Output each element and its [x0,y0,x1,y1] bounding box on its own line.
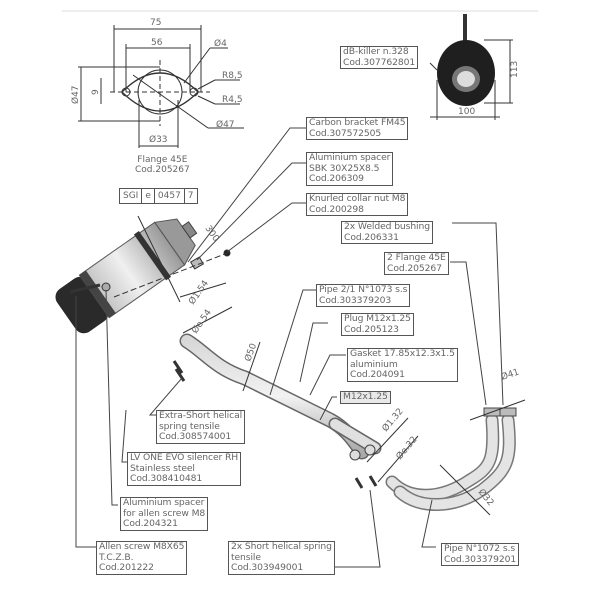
dim-56: 56 [151,38,163,48]
label-line: LV ONE EVO silencer RH [130,452,239,463]
label-pipe-1072: Pipe N°1072 s.s Cod.303379201 [441,543,520,566]
dim-height: Ø47 [70,85,81,104]
label-db-killer: dB-killer n.328 Cod.307762801 [340,46,419,69]
label-carbon-bracket: Carbon bracket FM45 Cod.307572505 [306,117,409,140]
leader-lines [75,127,504,568]
label-line: Cod.204321 [123,518,178,529]
dim-r-outer: R8,5 [222,71,243,81]
label-line: Cod.205123 [344,323,399,335]
flange-code: Cod.205267 [135,165,190,175]
label-line: for allen screw M8 [123,507,206,519]
label-line: 2x Short helical spring [231,541,332,552]
top-divider [62,10,538,12]
label-flange-2x: 2 Flange 45E Cod.205267 [384,252,449,275]
label-line: spring tensile [159,420,220,432]
silencer-drawing [55,218,198,334]
flange-drawing [78,25,244,148]
homologation-circle: 7 [187,191,194,201]
dim-split: Ø1.32 [380,406,406,434]
label-line: Allen screw M8X65 [99,541,185,552]
dim-hole-dia: Ø4 [214,38,227,49]
label-line: Cod.308574001 [159,431,232,442]
label-line: Aluminium spacer [309,152,391,163]
label-line: 2x Welded bushing [344,221,430,232]
label-line: Knurled collar nut M8 [309,193,406,204]
label-line: Cod.204091 [350,369,405,380]
dim-split-ext: Øe.32 [394,434,420,462]
label-line: Pipe 2/1 N°1073 s.s [319,284,408,295]
label-line: Extra-Short helical [159,410,243,421]
label-line: Cod.206331 [344,231,399,243]
homologation-brand: SGI [120,189,143,203]
label-line: dB-killer n.328 [343,46,409,57]
label-line: Gasket 17.85x12.3x1.5 [350,348,455,359]
label-aluminium-spacer-allen: Aluminium spacer for allen screw M8 Cod.… [120,497,209,531]
dim-r-inner: R4,5 [222,95,243,105]
label-line: Cod.308410481 [130,473,203,484]
flange-name: Flange 45E [137,155,188,165]
label-line: Cod.303379201 [444,553,517,565]
label-plug: Plug M12x1.25 Cod.205123 [341,313,414,336]
hardware [69,249,378,489]
db-killer-drawing [429,14,513,120]
label-line: Cod.206309 [309,173,364,184]
label-line: Cod.201222 [99,562,154,573]
label-line: tensile [231,551,261,563]
label-allen-screw: Allen screw M8X65 T.C.Z.B. Cod.201222 [96,541,188,575]
label-pipe-2-1: Pipe 2/1 N°1073 s.s Cod.303379203 [316,284,411,307]
homologation-box: SGI e 0457 7 [119,188,198,204]
label-line: Stainless steel [130,462,195,474]
db-killer-width: 100 [458,107,475,117]
label-knurled-collar-nut: Knurled collar nut M8 Cod.200298 [306,193,409,216]
label-welded-bushing: 2x Welded bushing Cod.206331 [341,221,433,244]
homologation-mark: e [142,189,155,203]
db-killer-height: 113 [510,61,520,78]
dim-outlet-ext: Øe.54 [189,307,214,336]
label-short-spring: 2x Short helical spring tensile Cod.3039… [228,541,335,575]
dim-inner: Ø33 [149,134,168,145]
label-aluminium-spacer-sbk: Aluminium spacer SBK 30X25X8.5 Cod.20630… [306,152,394,186]
label-silencer: LV ONE EVO silencer RH Stainless steel C… [127,452,242,486]
homologation-number: 0457 [155,189,185,203]
label-line: Cod.200298 [309,203,364,215]
label-line: 2 Flange 45E [387,252,446,263]
label-line: Cod.205267 [387,262,442,274]
label-line: aluminium [350,358,398,370]
pipe-system [179,333,517,511]
label-extra-short-spring: Extra-Short helical spring tensile Cod.3… [156,410,246,444]
dim-silencer-length: 300 [203,224,221,244]
label-line: Cod.307762801 [343,56,416,68]
label-line: Cod.303379203 [319,294,392,306]
label-line: SBK 30X25X8.5 [309,162,380,174]
label-line: Carbon bracket FM45 [309,117,406,128]
label-gasket: Gasket 17.85x12.3x1.5 aluminium Cod.2040… [347,348,458,382]
flange-caption: Flange 45E Cod.205267 [135,155,190,175]
dim-small: 9 [91,89,101,95]
label-line: Aluminium spacer [123,497,205,508]
dim-header: Ø41 [500,367,521,383]
dim-bore: Ø47 [216,119,235,130]
label-line: Pipe N°1072 s.s [444,543,516,554]
label-line: Plug M12x1.25 [344,313,411,324]
label-line: M12x1.25 [343,391,388,402]
dim-75: 75 [150,18,161,28]
label-line: T.C.Z.B. [99,551,134,563]
label-line: Cod.303949001 [231,562,304,573]
pipe-dimension-lines [137,215,526,516]
label-line: Cod.307572505 [309,127,382,139]
dim-outlet: Ø1.54 [186,278,211,307]
label-thread: M12x1.25 [340,391,391,404]
